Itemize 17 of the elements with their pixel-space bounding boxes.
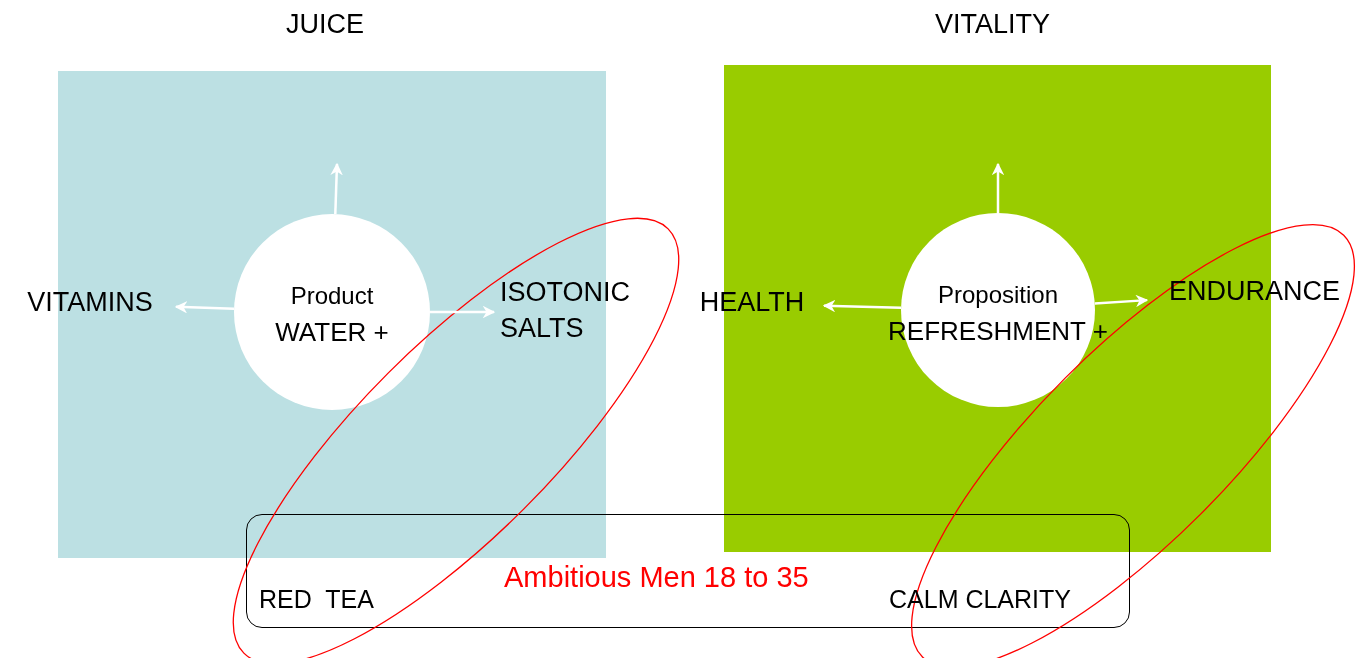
arrow [822, 299, 902, 313]
circle-heading: Proposition [936, 280, 1060, 310]
arrow [430, 305, 496, 319]
circle-text: WATER + [274, 316, 390, 349]
node-label: ISOTONIC SALTS [500, 276, 632, 345]
arrow [991, 162, 1005, 213]
segment-label: Ambitious Men 18 to 35 [504, 561, 809, 594]
circle-heading: Product [289, 281, 375, 311]
arrow [174, 300, 235, 314]
arrow [1094, 294, 1149, 308]
flavour-label: RED TEA [259, 585, 374, 614]
rounded-frame [246, 514, 1130, 628]
arrow [330, 162, 343, 215]
node-label: JUICE [285, 8, 365, 41]
node-label: VITALITY [934, 8, 1051, 41]
circle [234, 214, 430, 410]
node-label: VITAMINS [26, 286, 154, 319]
